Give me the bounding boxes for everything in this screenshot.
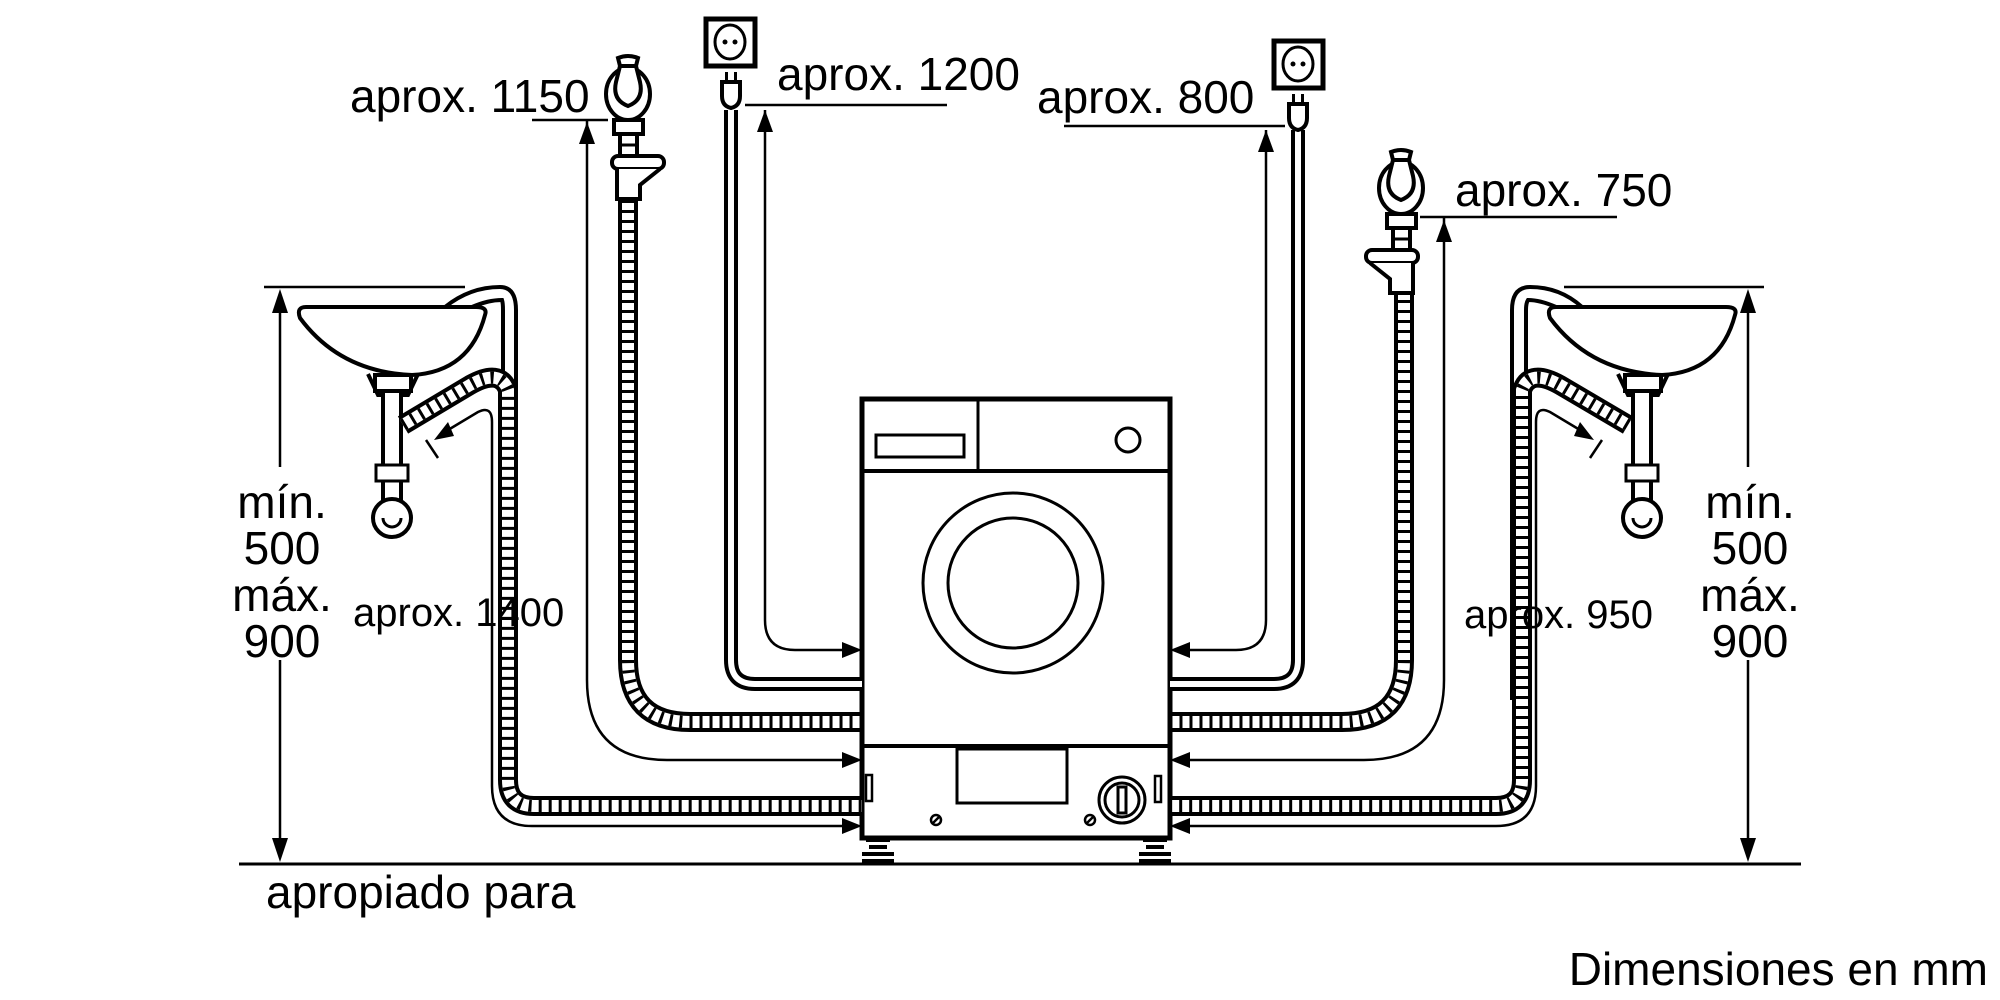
power-plug-icon-right	[1287, 94, 1309, 133]
sink-height-right-max-value: 900	[1712, 615, 1789, 667]
detergent-drawer	[874, 433, 966, 459]
label-inlet-right: aprox. 750	[1455, 164, 1672, 216]
label-drain-left: aprox. 1400	[353, 591, 564, 635]
door-outer	[921, 491, 1105, 675]
sink-height-dimension-left	[264, 285, 465, 862]
sink-height-left-min-label: mín.	[237, 476, 326, 528]
power-plug-icon-left	[720, 72, 742, 111]
label-floor-note: apropiado para	[266, 866, 576, 918]
washing-machine-icon	[859, 396, 1173, 864]
power-socket-icon-right	[1271, 38, 1326, 91]
water-tap-icon-left	[604, 54, 666, 201]
sink-height-left-min-value: 500	[244, 522, 321, 574]
power-cable-left	[724, 103, 947, 691]
inlet-hose-left	[532, 118, 862, 768]
label-sink-height-right: mín. 500 máx. 900	[1700, 476, 1800, 667]
service-panel	[955, 747, 1069, 805]
sink-height-dimension-right	[1564, 285, 1764, 862]
label-units-note: Dimensiones en mm	[1569, 943, 1988, 995]
power-cable-right	[1064, 124, 1305, 691]
door-inner	[946, 516, 1080, 650]
label-power-left: aprox. 1200	[777, 48, 1020, 100]
water-tap-icon-right	[1364, 148, 1425, 295]
label-inlet-left: aprox. 1150	[350, 70, 590, 122]
drain-hose-right	[1170, 367, 1634, 834]
sink-height-right-max-label: máx.	[1700, 569, 1800, 621]
pump-filter-cap	[1097, 775, 1147, 825]
program-knob	[1114, 426, 1142, 454]
sink-height-left-max-value: 900	[244, 615, 321, 667]
sink-icon-right	[1510, 284, 1738, 700]
sink-height-left-max-label: máx.	[232, 569, 332, 621]
sink-height-right-min-label: mín.	[1705, 476, 1794, 528]
label-power-right: aprox. 800	[1037, 71, 1254, 123]
label-sink-height-left: mín. 500 máx. 900	[232, 476, 332, 667]
inlet-hose-right	[1170, 215, 1617, 768]
power-socket-icon-left	[703, 16, 758, 69]
sink-icon-left	[296, 284, 518, 700]
label-drain-right: aprox. 950	[1464, 593, 1653, 637]
machine-feet	[862, 838, 1171, 864]
drain-hose-left	[397, 367, 862, 834]
sink-height-right-min-value: 500	[1712, 522, 1789, 574]
